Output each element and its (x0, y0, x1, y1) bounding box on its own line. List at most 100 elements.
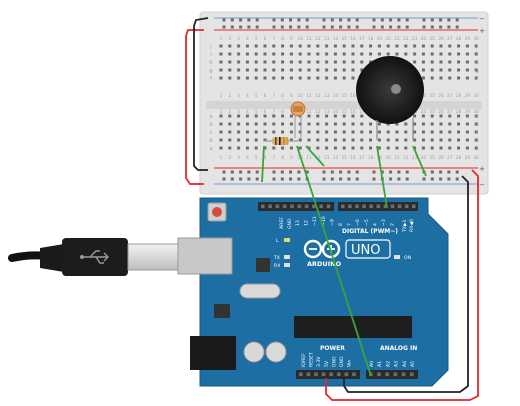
header-pin-hole[interactable] (352, 372, 356, 377)
breadboard-hole[interactable] (448, 68, 452, 72)
breadboard-hole[interactable] (228, 122, 232, 126)
breadboard-hole[interactable] (316, 68, 320, 72)
rail-hole[interactable] (247, 170, 251, 174)
breadboard-hole[interactable] (421, 146, 425, 150)
breadboard-hole[interactable] (465, 68, 469, 72)
header-pin-hole[interactable] (362, 204, 366, 209)
breadboard-hole[interactable] (448, 114, 452, 118)
breadboard-hole[interactable] (457, 130, 461, 134)
breadboard-hole[interactable] (272, 52, 276, 56)
breadboard-hole[interactable] (289, 60, 293, 64)
breadboard-hole[interactable] (254, 130, 258, 134)
breadboard-hole[interactable] (430, 60, 434, 64)
breadboard-hole[interactable] (254, 68, 258, 72)
breadboard-hole[interactable] (465, 60, 469, 64)
rail-hole[interactable] (389, 177, 393, 181)
breadboard-hole[interactable] (360, 146, 364, 150)
breadboard-hole[interactable] (237, 138, 241, 142)
breadboard-hole[interactable] (465, 138, 469, 142)
rail-hole[interactable] (339, 170, 343, 174)
rail-hole[interactable] (272, 170, 276, 174)
breadboard-hole[interactable] (351, 130, 355, 134)
breadboard-hole[interactable] (377, 138, 381, 142)
rail-hole[interactable] (347, 170, 351, 174)
breadboard-hole[interactable] (439, 44, 443, 48)
breadboard-hole[interactable] (289, 146, 293, 150)
rail-hole[interactable] (439, 177, 443, 181)
rail-hole[interactable] (272, 18, 276, 22)
breadboard-hole[interactable] (360, 122, 364, 126)
breadboard-hole[interactable] (316, 60, 320, 64)
breadboard-hole[interactable] (307, 130, 311, 134)
breadboard-hole[interactable] (439, 76, 443, 80)
breadboard-hole[interactable] (430, 68, 434, 72)
breadboard-hole[interactable] (281, 76, 285, 80)
breadboard-hole[interactable] (474, 68, 478, 72)
rail-hole[interactable] (355, 25, 359, 29)
rail-hole[interactable] (222, 18, 226, 22)
breadboard-hole[interactable] (457, 122, 461, 126)
breadboard-hole[interactable] (439, 130, 443, 134)
rail-hole[interactable] (372, 177, 376, 181)
breadboard-hole[interactable] (448, 130, 452, 134)
breadboard-hole[interactable] (325, 114, 329, 118)
breadboard-hole[interactable] (325, 60, 329, 64)
breadboard-hole[interactable] (430, 122, 434, 126)
rail-hole[interactable] (289, 18, 293, 22)
breadboard-hole[interactable] (457, 44, 461, 48)
breadboard-hole[interactable] (316, 146, 320, 150)
rail-hole[interactable] (347, 18, 351, 22)
rail-hole[interactable] (397, 25, 401, 29)
breadboard-hole[interactable] (219, 60, 223, 64)
rail-hole[interactable] (297, 25, 301, 29)
breadboard-hole[interactable] (395, 52, 399, 56)
rail-hole[interactable] (455, 18, 459, 22)
rail-hole[interactable] (439, 18, 443, 22)
header-pin-hole[interactable] (348, 204, 352, 209)
rail-hole[interactable] (330, 25, 334, 29)
header-pin-hole[interactable] (326, 204, 331, 209)
breadboard-hole[interactable] (369, 146, 373, 150)
breadboard-hole[interactable] (439, 122, 443, 126)
breadboard-hole[interactable] (307, 138, 311, 142)
breadboard-hole[interactable] (289, 44, 293, 48)
breadboard-hole[interactable] (413, 130, 417, 134)
breadboard-hole[interactable] (333, 60, 337, 64)
breadboard-hole[interactable] (333, 130, 337, 134)
rail-hole[interactable] (380, 18, 384, 22)
usb-cable[interactable] (8, 238, 179, 276)
breadboard-hole[interactable] (439, 138, 443, 142)
rail-hole[interactable] (247, 177, 251, 181)
breadboard-hole[interactable] (219, 44, 223, 48)
breadboard-hole[interactable] (307, 60, 311, 64)
breadboard-hole[interactable] (421, 114, 425, 118)
breadboard-hole[interactable] (369, 52, 373, 56)
breadboard-hole[interactable] (237, 52, 241, 56)
breadboard-hole[interactable] (254, 52, 258, 56)
breadboard-hole[interactable] (333, 122, 337, 126)
rail-hole[interactable] (347, 25, 351, 29)
breadboard-hole[interactable] (281, 68, 285, 72)
header-pin-hole[interactable] (337, 372, 341, 377)
rail-hole[interactable] (280, 18, 284, 22)
breadboard-hole[interactable] (465, 44, 469, 48)
breadboard-hole[interactable] (413, 114, 417, 118)
rail-hole[interactable] (372, 18, 376, 22)
breadboard-hole[interactable] (360, 138, 364, 142)
rail-hole[interactable] (405, 170, 409, 174)
breadboard-hole[interactable] (289, 138, 293, 142)
header-pin-hole[interactable] (297, 204, 302, 209)
rail-hole[interactable] (322, 170, 326, 174)
breadboard-hole[interactable] (395, 122, 399, 126)
breadboard-hole[interactable] (333, 68, 337, 72)
breadboard-hole[interactable] (457, 52, 461, 56)
breadboard-hole[interactable] (254, 60, 258, 64)
header-pin-hole[interactable] (261, 204, 265, 209)
rail-hole[interactable] (447, 177, 451, 181)
breadboard-hole[interactable] (342, 122, 346, 126)
rail-hole[interactable] (297, 18, 301, 22)
breadboard-hole[interactable] (457, 68, 461, 72)
breadboard-hole[interactable] (369, 138, 373, 142)
breadboard-hole[interactable] (430, 138, 434, 142)
breadboard-hole[interactable] (421, 68, 425, 72)
